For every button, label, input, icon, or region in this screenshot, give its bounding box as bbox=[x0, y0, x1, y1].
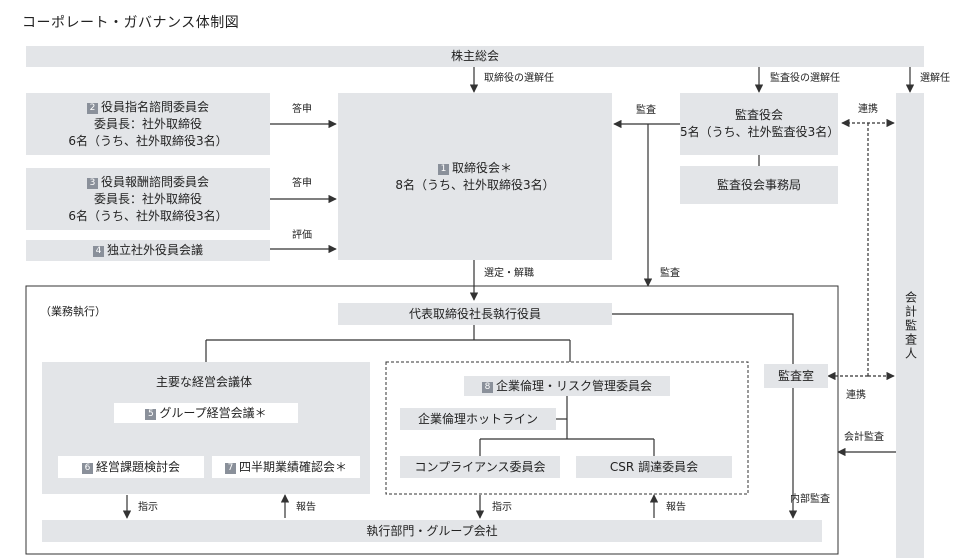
label-appoint-dismiss: 選定・解職 bbox=[484, 268, 534, 279]
label-elect-auditors: 監査役の選解任 bbox=[770, 73, 840, 84]
label-cooperation-upper: 連携 bbox=[858, 104, 878, 115]
page-title: コーポレート・ガバナンス体制図 bbox=[22, 15, 240, 31]
label-internal-audit: 内部監査 bbox=[790, 494, 830, 505]
remuneration-committee-chair: 委員長：社外取締役 bbox=[93, 191, 202, 206]
nomination-committee-detail: 6名（うち、社外取締役3名） bbox=[68, 133, 228, 148]
badge-5: 5 bbox=[145, 408, 157, 420]
badge-6: 6 bbox=[81, 462, 93, 474]
badge-3: 3 bbox=[86, 177, 98, 189]
board-detail: 8名（うち、社外取締役3名） bbox=[395, 177, 555, 192]
remuneration-committee-detail: 6名（うち、社外取締役3名） bbox=[68, 208, 228, 223]
label-cooperation-lower: 連携 bbox=[846, 390, 866, 401]
nomination-committee-name: 役員指名諮問委員会 bbox=[100, 99, 209, 114]
badge-2: 2 bbox=[86, 102, 98, 114]
label-accounting-audit: 会計監査 bbox=[844, 432, 884, 443]
ethics-hotline: 企業倫理ホットライン bbox=[400, 408, 556, 430]
label-report-ethics: 報告 bbox=[666, 502, 686, 513]
quarterly-review-name: 四半期業績確認会＊ bbox=[238, 459, 347, 474]
badge-1: 1 bbox=[437, 163, 449, 175]
remuneration-committee-name: 役員報酬諮問委員会 bbox=[100, 174, 209, 189]
management-issues-name: 経営課題検討会 bbox=[95, 459, 180, 474]
main-bodies-label: 主要な経営会議体 bbox=[156, 375, 253, 389]
independent-officers-name: 独立社外役員会議 bbox=[106, 243, 203, 257]
badge-8: 8 bbox=[481, 381, 493, 393]
president-ceo: 代表取締役社長執行役員 bbox=[338, 303, 612, 325]
audit-board-name: 監査役会 bbox=[734, 108, 783, 122]
badge-7: 7 bbox=[224, 462, 236, 474]
ethics-risk-name: 企業倫理・リスク管理委員会 bbox=[495, 378, 652, 393]
audit-board-detail: 5名（うち、社外監査役3名） bbox=[680, 125, 840, 139]
label-elect-accounting: 選解任 bbox=[920, 73, 950, 84]
label-instruct-main: 指示 bbox=[138, 502, 158, 513]
compliance-committee: コンプライアンス委員会 bbox=[400, 456, 560, 478]
internal-audit-office: 監査室 bbox=[764, 364, 828, 388]
nomination-committee-chair: 委員長：社外取締役 bbox=[93, 116, 202, 131]
label-audit-board: 監査 bbox=[636, 105, 656, 116]
accounting-auditor: 会計監査人 bbox=[896, 93, 924, 558]
label-report-remuneration: 答申 bbox=[292, 178, 312, 189]
badge-4: 4 bbox=[92, 246, 104, 257]
label-audit-execution: 監査 bbox=[660, 268, 680, 279]
audit-board-office: 監査役会事務局 bbox=[680, 166, 838, 204]
board-name: 取締役会＊ bbox=[451, 160, 512, 175]
audit-board: 監査役会 5名（うち、社外監査役3名） bbox=[680, 93, 840, 155]
label-elect-directors: 取締役の選解任 bbox=[484, 73, 554, 84]
csr-procurement-committee: CSR 調達委員会 bbox=[576, 456, 732, 478]
departments-group-companies: 執行部門・グループ会社 bbox=[42, 520, 822, 542]
label-report-main: 報告 bbox=[296, 502, 316, 513]
execution-label: （業務執行） bbox=[40, 305, 106, 318]
shareholders-meeting: 株主総会 bbox=[26, 46, 924, 67]
group-management-name: グループ経営会議＊ bbox=[159, 405, 267, 420]
label-instruct-ethics: 指示 bbox=[492, 502, 512, 513]
label-evaluate: 評価 bbox=[292, 230, 312, 241]
label-report-nomination: 答申 bbox=[292, 104, 312, 115]
